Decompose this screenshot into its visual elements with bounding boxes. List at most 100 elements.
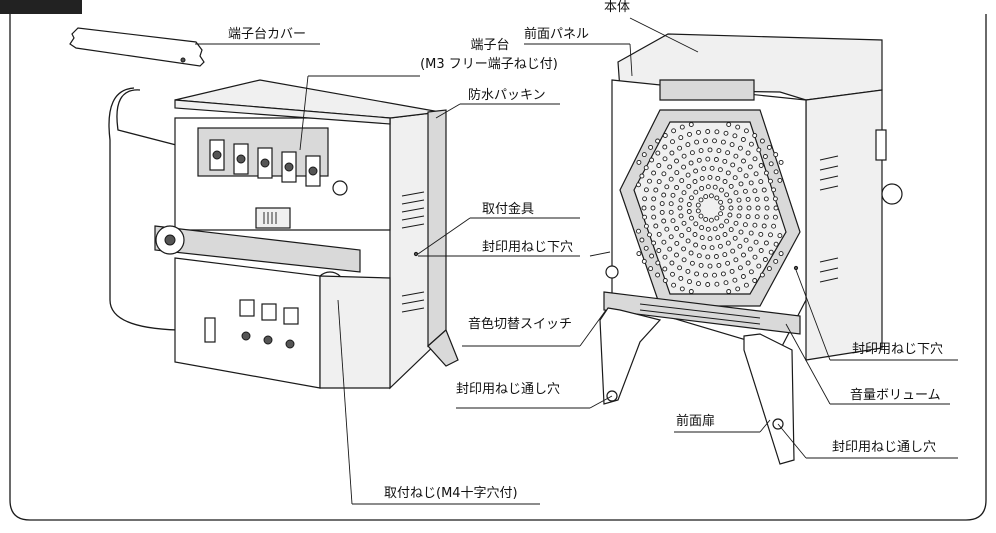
grille-hole: [722, 158, 728, 164]
grille-hole: [717, 167, 723, 173]
grille-hole: [759, 138, 765, 144]
grille-hole: [732, 277, 738, 283]
grille-hole: [679, 286, 685, 292]
grille-hole: [664, 226, 670, 232]
grille-hole: [664, 184, 670, 190]
grille-hole: [742, 222, 748, 228]
grille-hole: [647, 232, 652, 238]
grille-hole: [695, 202, 701, 208]
grille-hole: [714, 215, 720, 221]
grille-hole: [771, 187, 777, 193]
front-body-side: [805, 89, 883, 361]
grille-hole: [651, 196, 657, 202]
grille-hole: [693, 221, 699, 227]
grille-hole: [754, 214, 760, 220]
grille-hole: [723, 130, 729, 136]
grille-hole: [718, 211, 724, 217]
grille-hole: [768, 178, 773, 184]
grille-hole: [743, 128, 749, 134]
rear-view-device: [69, 27, 459, 390]
grille-hole: [766, 144, 772, 150]
front-view-device: [599, 33, 903, 465]
front-seal-screw-dot: [793, 265, 799, 271]
front-door-hinge: [603, 291, 801, 335]
grille-hole: [685, 268, 691, 274]
grille-hole: [674, 170, 680, 176]
grille-hole: [748, 180, 754, 186]
grille-hole: [756, 147, 762, 153]
grille-hole: [740, 137, 746, 142]
label-terminal-cover: 端子台カバー: [228, 27, 307, 42]
grille-hole: [695, 208, 701, 214]
grille-hole: [727, 212, 733, 218]
grille-hole: [707, 236, 713, 242]
grille-hole: [705, 226, 711, 232]
label-mounting-screw: 取付ねじ(M4十字穴付): [384, 486, 518, 501]
grille-hole: [733, 153, 739, 159]
grille-hole: [720, 271, 726, 277]
grille-hole: [738, 229, 744, 235]
grille-hole: [733, 257, 739, 263]
grille-hole: [699, 235, 705, 241]
grille-holes: [636, 122, 784, 294]
label-front-door: 前面扉: [676, 414, 716, 429]
grille-hole: [707, 174, 713, 180]
grille-hole: [714, 281, 720, 287]
grille-hole: [668, 209, 674, 215]
grille-hole: [688, 122, 694, 127]
grille-hole: [748, 141, 754, 147]
grille-hole: [703, 216, 709, 222]
grille-hole: [674, 158, 679, 164]
grille-hole: [745, 150, 751, 156]
grille-hole: [725, 150, 731, 156]
label-waterproof-packing: 防水パッキン: [468, 88, 546, 103]
label-mounting-bracket: 取付金具: [482, 202, 535, 217]
grille-hole: [668, 176, 674, 182]
grille-hole: [724, 192, 730, 198]
front-vents-lower: [819, 257, 839, 283]
label-volume: 音量ボリューム: [850, 388, 941, 403]
grille-hole: [724, 218, 730, 224]
grille-hole: [713, 157, 719, 162]
label-sealing-screw-hole-lower-left: 封印用ねじ下穴: [482, 240, 574, 255]
grille-hole: [740, 274, 746, 279]
rear-upper-lip: [174, 99, 391, 125]
grille-hole: [761, 223, 767, 229]
grille-hole: [649, 157, 655, 163]
grille-hole: [737, 265, 743, 271]
grille-hole: [636, 182, 641, 188]
grille-hole: [716, 262, 722, 268]
grille-hole: [693, 242, 699, 248]
grille-hole: [772, 196, 778, 202]
grille-hole: [761, 187, 767, 193]
grille-hole: [661, 239, 667, 245]
grille-hole: [743, 237, 749, 243]
grille-hole: [703, 138, 708, 144]
grille-hole: [726, 122, 732, 127]
grille-hole: [747, 246, 753, 252]
grille-hole: [726, 289, 732, 294]
grille-hole: [688, 250, 694, 256]
grille-hole: [718, 199, 724, 205]
grille-hole: [648, 144, 654, 150]
grille-hole: [725, 240, 731, 246]
grille-hole: [773, 169, 779, 175]
grille-hole: [686, 209, 692, 214]
grille-hole: [643, 187, 649, 193]
grille-hole: [756, 263, 762, 269]
grille-hole: [687, 279, 692, 285]
grille-hole: [755, 205, 761, 211]
grille-hole: [636, 159, 642, 165]
grille-hole: [712, 184, 718, 190]
grille-hole: [662, 254, 668, 260]
grille-hole: [764, 205, 770, 211]
grille-hole: [701, 166, 707, 172]
grille-hole: [701, 244, 707, 250]
grille-hole: [678, 197, 684, 203]
grille-hole: [763, 196, 769, 202]
grille-hole: [681, 153, 687, 159]
grille-hole: [699, 175, 705, 181]
grille-hole: [650, 205, 656, 211]
grille-hole: [687, 131, 692, 137]
grille-hole: [662, 144, 668, 150]
